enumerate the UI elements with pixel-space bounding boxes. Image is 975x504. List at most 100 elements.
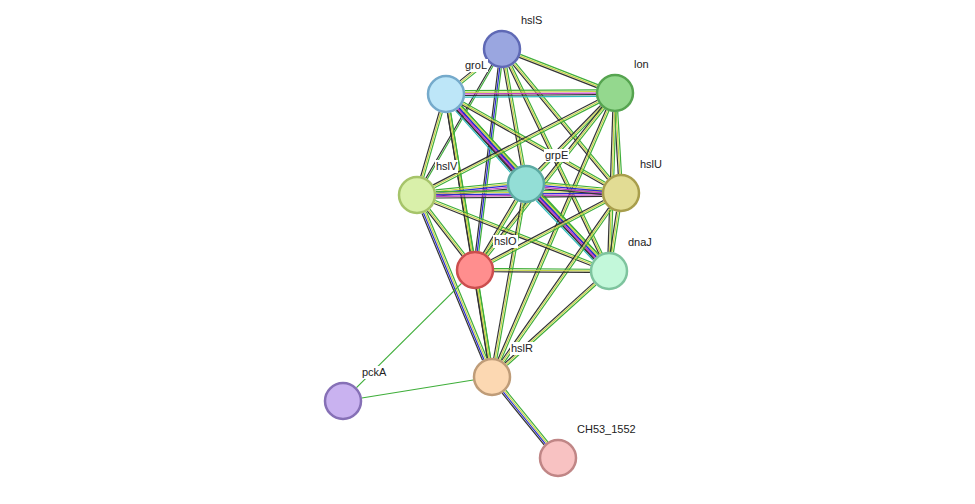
protein-label: dnaJ <box>627 236 653 249</box>
protein-circle <box>589 251 629 291</box>
evidence-line <box>507 285 596 365</box>
protein-node: hslV <box>397 175 437 215</box>
interaction-edge <box>502 208 612 363</box>
evidence-line <box>610 212 616 252</box>
protein-label: grpE <box>544 149 569 162</box>
evidence-line <box>451 112 491 357</box>
protein-circle <box>601 173 641 213</box>
protein-label: hslS <box>520 14 543 27</box>
protein-circle <box>595 73 635 113</box>
evidence-line <box>476 289 487 358</box>
evidence-line <box>542 195 599 255</box>
evidence-line <box>465 89 596 91</box>
evidence-line <box>539 198 596 258</box>
protein-node: hslU <box>601 173 641 213</box>
protein-node: dnaJ <box>589 251 629 291</box>
protein-label: hslV <box>435 160 458 173</box>
protein-label: CH53_1552 <box>576 423 637 436</box>
protein-node: lon <box>595 73 635 113</box>
protein-circle <box>455 250 495 290</box>
interaction-edge <box>502 390 548 445</box>
interaction-edge <box>476 289 490 359</box>
protein-node: groL <box>426 74 466 114</box>
protein-circle <box>397 175 437 215</box>
evidence-line <box>447 113 487 358</box>
protein-circle <box>506 164 546 204</box>
evidence-line <box>505 391 547 443</box>
evidence-line <box>503 392 545 444</box>
protein-node: grpE <box>506 164 546 204</box>
evidence-line <box>495 203 522 359</box>
evidence-line <box>506 390 548 442</box>
evidence-line <box>478 289 489 358</box>
evidence-line <box>520 54 598 84</box>
interaction-edge <box>494 269 590 273</box>
protein-node: hslR <box>472 357 512 397</box>
interaction-edge <box>483 200 517 255</box>
evidence-line <box>502 393 544 445</box>
interaction-edge <box>491 200 605 262</box>
protein-disc <box>457 252 493 288</box>
protein-disc <box>540 440 576 476</box>
evidence-line <box>486 201 518 254</box>
evidence-line <box>491 200 603 259</box>
interaction-edge <box>356 283 461 387</box>
evidence-line <box>465 94 596 96</box>
evidence-line <box>356 283 461 387</box>
protein-circle <box>426 74 466 114</box>
evidence-line <box>506 284 595 364</box>
protein-disc <box>474 359 510 395</box>
evidence-line <box>537 199 594 259</box>
evidence-line <box>492 202 604 261</box>
evidence-line <box>539 107 601 171</box>
interaction-edge <box>519 54 598 87</box>
protein-disc <box>325 383 361 419</box>
protein-node: CH53_1552 <box>538 438 578 478</box>
protein-label: hslU <box>639 158 663 171</box>
protein-disc <box>597 75 633 111</box>
evidence-line <box>494 202 521 358</box>
protein-node: hslO <box>455 250 495 290</box>
protein-disc <box>428 76 464 112</box>
evidence-line <box>494 270 590 272</box>
evidence-line <box>494 271 590 273</box>
interaction-edge <box>362 380 473 398</box>
evidence-line <box>497 203 524 359</box>
protein-circle <box>472 357 512 397</box>
evidence-line <box>538 105 600 169</box>
evidence-line <box>465 96 596 98</box>
evidence-line <box>541 196 598 256</box>
interaction-edge <box>545 183 603 195</box>
interaction-edge <box>505 283 596 366</box>
protein-disc <box>603 175 639 211</box>
interaction-edge <box>447 112 490 358</box>
evidence-line <box>465 93 596 95</box>
protein-disc <box>399 177 435 213</box>
interaction-edge <box>536 195 599 260</box>
evidence-line <box>480 289 491 358</box>
evidence-line <box>449 113 489 358</box>
protein-label: groL <box>464 59 488 72</box>
protein-disc <box>508 166 544 202</box>
evidence-line <box>545 189 602 194</box>
protein-label: lon <box>633 58 650 71</box>
evidence-line <box>434 203 591 265</box>
protein-disc <box>591 253 627 289</box>
protein-label: hslR <box>510 342 534 355</box>
evidence-line <box>494 268 590 270</box>
protein-disc <box>484 31 520 67</box>
evidence-line <box>362 380 473 398</box>
evidence-line <box>540 197 597 257</box>
interaction-edge <box>465 90 596 97</box>
evidence-line <box>493 203 605 262</box>
evidence-line <box>536 201 593 261</box>
interaction-edge <box>610 212 619 253</box>
protein-label: hslO <box>493 235 518 248</box>
protein-node: pckA <box>323 381 363 421</box>
protein-label: pckA <box>361 366 387 379</box>
protein-circle <box>538 438 578 478</box>
evidence-line <box>465 91 596 93</box>
evidence-line <box>505 283 594 363</box>
